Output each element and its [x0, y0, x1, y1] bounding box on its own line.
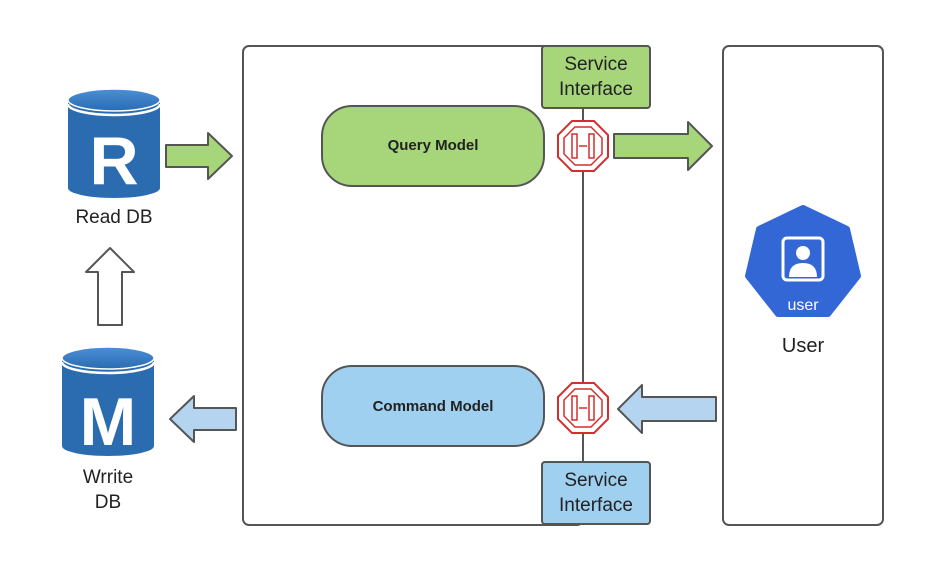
query-model-label: Query Model	[388, 137, 479, 154]
user-icon-badge: user	[787, 297, 819, 314]
arrow-service-to-write	[169, 395, 237, 443]
write-db-icon: M	[60, 346, 156, 460]
write-db-letter: M	[80, 384, 137, 460]
service-interface-bottom-line1: Service	[564, 470, 627, 491]
gateway-icon-bottom	[557, 382, 609, 434]
read-db-letter: R	[89, 123, 138, 199]
write-db-label-line1: Wrrite	[83, 467, 133, 488]
read-db-label: Read DB	[75, 207, 152, 228]
write-db-label-line2: DB	[95, 492, 121, 513]
arrow-query-to-user	[613, 121, 713, 171]
arrow-user-to-command	[617, 384, 717, 434]
user-label: User	[782, 335, 825, 357]
service-interface-bottom[interactable]: Service Interface	[541, 461, 651, 525]
read-db-icon: R	[66, 88, 162, 199]
arrow-read-to-service	[165, 132, 233, 180]
command-model[interactable]: Command Model	[321, 365, 545, 447]
gateway-icon-top	[557, 120, 609, 172]
service-interface-bottom-line2: Interface	[559, 495, 633, 516]
command-model-label: Command Model	[373, 398, 494, 415]
user-icon: user	[745, 205, 861, 317]
service-interface-top-line2: Interface	[559, 79, 633, 100]
service-interface-top-line1: Service	[564, 54, 627, 75]
service-interface-top[interactable]: Service Interface	[541, 45, 651, 109]
arrow-write-to-read	[85, 247, 135, 326]
query-model[interactable]: Query Model	[321, 105, 545, 187]
